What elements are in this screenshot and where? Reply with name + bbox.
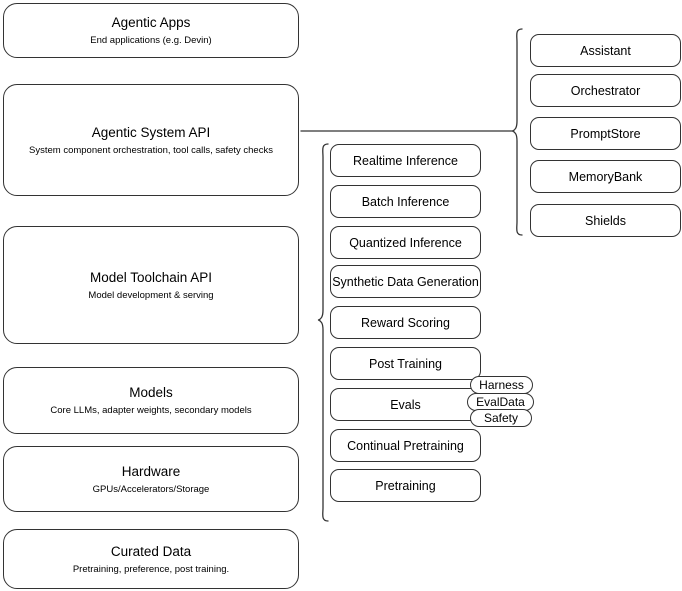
system-item-shields[interactable]: Shields (530, 204, 681, 237)
toolchain-item-label: Post Training (369, 356, 442, 371)
layer-subtitle: End applications (e.g. Devin) (90, 35, 212, 46)
eval-tag-label: Harness (479, 378, 524, 392)
layer-subtitle: Core LLMs, adapter weights, secondary mo… (50, 405, 252, 416)
toolchain-item-post-training[interactable]: Post Training (330, 347, 481, 380)
system-item-promptstore[interactable]: PromptStore (530, 117, 681, 150)
toolchain-item-quantized-inference[interactable]: Quantized Inference (330, 226, 481, 259)
eval-tag-label: EvalData (476, 395, 525, 409)
layer-subtitle: System component orchestration, tool cal… (29, 144, 273, 156)
layer-agentic-apps[interactable]: Agentic Apps End applications (e.g. Devi… (3, 3, 299, 58)
layer-subtitle: GPUs/Accelerators/Storage (92, 483, 210, 495)
layer-models[interactable]: Models Core LLMs, adapter weights, secon… (3, 367, 299, 434)
eval-tag-harness[interactable]: Harness (470, 376, 533, 394)
eval-tag-label: Safety (483, 411, 519, 425)
toolchain-item-synthetic-data-generation[interactable]: Synthetic Data Generation (330, 265, 481, 298)
layer-title: Hardware (121, 463, 181, 479)
toolchain-item-evals[interactable]: Evals (330, 388, 481, 421)
system-item-assistant[interactable]: Assistant (530, 34, 681, 67)
toolchain-item-label: Realtime Inference (353, 153, 458, 168)
toolchain-item-batch-inference[interactable]: Batch Inference (330, 185, 481, 218)
system-item-orchestrator[interactable]: Orchestrator (530, 74, 681, 107)
system-item-label: Orchestrator (570, 83, 641, 98)
toolchain-item-label: Continual Pretraining (347, 438, 464, 453)
toolchain-item-realtime-inference[interactable]: Realtime Inference (330, 144, 481, 177)
brace-system-components (511, 28, 523, 236)
layer-subtitle: Pretraining, preference, post training. (72, 563, 230, 575)
system-item-label: Shields (585, 213, 626, 228)
toolchain-item-label: Evals (390, 397, 421, 412)
layer-agentic-system-api[interactable]: Agentic System API System component orch… (3, 84, 299, 196)
brace-toolchain-components (317, 143, 329, 522)
system-item-label: MemoryBank (568, 169, 643, 184)
layer-title: Models (129, 385, 173, 400)
toolchain-item-label: Pretraining (375, 478, 436, 493)
toolchain-item-label: Reward Scoring (361, 315, 450, 330)
layer-title: Curated Data (110, 543, 192, 559)
layer-title: Model Toolchain API (89, 269, 213, 285)
toolchain-item-pretraining[interactable]: Pretraining (330, 469, 481, 502)
layer-title: Agentic Apps (111, 15, 191, 30)
eval-tag-safety[interactable]: Safety (470, 409, 532, 427)
toolchain-item-continual-pretraining[interactable]: Continual Pretraining (330, 429, 481, 462)
layer-model-toolchain-api[interactable]: Model Toolchain API Model development & … (3, 226, 299, 344)
system-item-memorybank[interactable]: MemoryBank (530, 160, 681, 193)
layer-title: Agentic System API (91, 124, 211, 140)
layer-hardware[interactable]: Hardware GPUs/Accelerators/Storage (3, 446, 299, 512)
layer-curated-data[interactable]: Curated Data Pretraining, preference, po… (3, 529, 299, 589)
system-item-label: PromptStore (570, 126, 641, 141)
layer-subtitle: Model development & serving (88, 289, 214, 301)
toolchain-item-label: Quantized Inference (349, 235, 462, 250)
toolchain-item-label: Batch Inference (361, 194, 450, 209)
toolchain-item-label: Synthetic Data Generation (332, 274, 479, 289)
system-item-label: Assistant (580, 43, 631, 58)
toolchain-item-reward-scoring[interactable]: Reward Scoring (330, 306, 481, 339)
